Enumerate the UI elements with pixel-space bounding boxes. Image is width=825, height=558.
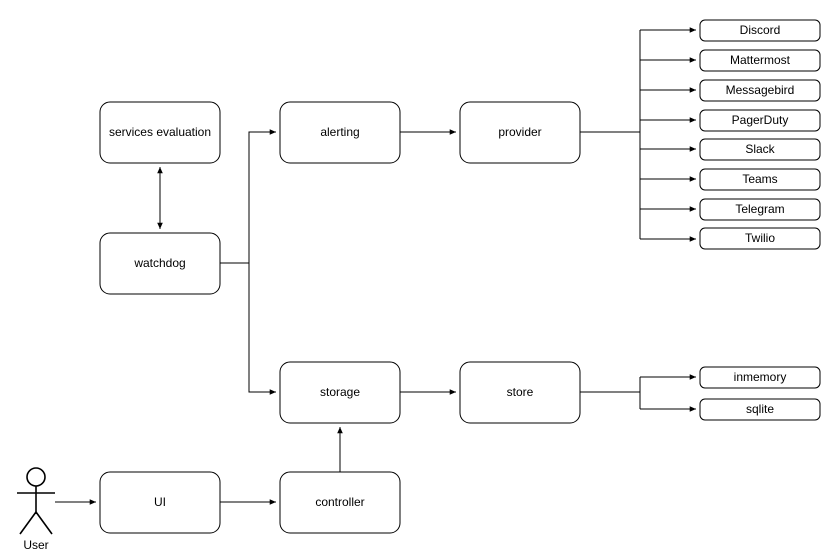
node-services-evaluation[interactable]: services evaluation [99,101,221,164]
leaf-pagerduty[interactable]: PagerDuty [699,109,821,132]
leaf-sqlite-box[interactable] [699,398,821,421]
leaf-twilio-box[interactable] [699,227,821,250]
node-provider-box[interactable] [459,101,581,164]
leaf-messagebird-label: Messagebird [726,83,795,97]
node-watchdog[interactable]: watchdog [99,232,221,295]
node-ui-box[interactable] [99,471,221,534]
node-controller-label: controller [315,495,364,509]
leaf-telegram-box[interactable] [699,198,821,221]
user-label: User [23,538,48,552]
edge-watchdog-to-storage [248,263,276,395]
node-store[interactable]: store [459,361,581,424]
node-controller[interactable]: controller [279,471,401,534]
leaf-slack[interactable]: Slack [699,138,821,161]
edge-layer [55,27,696,505]
leaf-twilio[interactable]: Twilio [699,227,821,250]
actor-user[interactable]: User [17,467,55,552]
leaf-telegram[interactable]: Telegram [699,198,821,221]
node-layer: services evaluation watchdog alerting pr… [99,101,581,534]
leaf-pagerduty-box[interactable] [699,109,821,132]
leaf-telegram-label: Telegram [735,202,784,216]
leaf-discord-label: Discord [740,23,781,37]
node-storage[interactable]: storage [279,361,401,424]
node-alerting-box[interactable] [279,101,401,164]
leaf-slack-box[interactable] [699,138,821,161]
leaf-messagebird-box[interactable] [699,79,821,102]
leaf-twilio-label: Twilio [745,231,775,245]
leaf-mattermost-label: Mattermost [730,53,791,67]
leaf-sqlite-label: sqlite [746,402,774,416]
node-watchdog-box[interactable] [99,232,221,295]
edge-watchdog-to-alerting [248,129,276,263]
leaf-teams[interactable]: Teams [699,168,821,191]
leaf-inmemory-box[interactable] [699,366,821,389]
provider-leaf-layer: Discord Mattermost Messagebird PagerDuty… [699,19,821,250]
leaf-discord[interactable]: Discord [699,19,821,42]
node-watchdog-label: watchdog [133,256,185,270]
leaf-inmemory[interactable]: inmemory [699,366,821,389]
leaf-discord-box[interactable] [699,19,821,42]
leaf-messagebird[interactable]: Messagebird [699,79,821,102]
node-services-evaluation-box[interactable] [99,101,221,164]
node-provider-label: provider [498,125,541,139]
leaf-slack-label: Slack [745,142,775,156]
leaf-sqlite[interactable]: sqlite [699,398,821,421]
node-alerting[interactable]: alerting [279,101,401,164]
leaf-pagerduty-label: PagerDuty [732,113,789,127]
node-ui-label: UI [154,495,166,509]
node-controller-box[interactable] [279,471,401,534]
leaf-inmemory-label: inmemory [734,370,787,384]
node-store-label: store [507,385,534,399]
leaf-teams-label: Teams [742,172,777,186]
store-leaf-layer: inmemory sqlite [699,366,821,421]
node-alerting-label: alerting [320,125,359,139]
user-head-icon [26,467,46,487]
user-right-leg-icon [35,511,53,535]
leaf-mattermost-box[interactable] [699,49,821,72]
leaf-teams-box[interactable] [699,168,821,191]
node-services-evaluation-label: services evaluation [109,125,211,139]
node-storage-box[interactable] [279,361,401,424]
node-storage-label: storage [320,385,360,399]
leaf-mattermost[interactable]: Mattermost [699,49,821,72]
user-left-leg-icon [19,511,37,535]
node-ui[interactable]: UI [99,471,221,534]
node-store-box[interactable] [459,361,581,424]
node-provider[interactable]: provider [459,101,581,164]
